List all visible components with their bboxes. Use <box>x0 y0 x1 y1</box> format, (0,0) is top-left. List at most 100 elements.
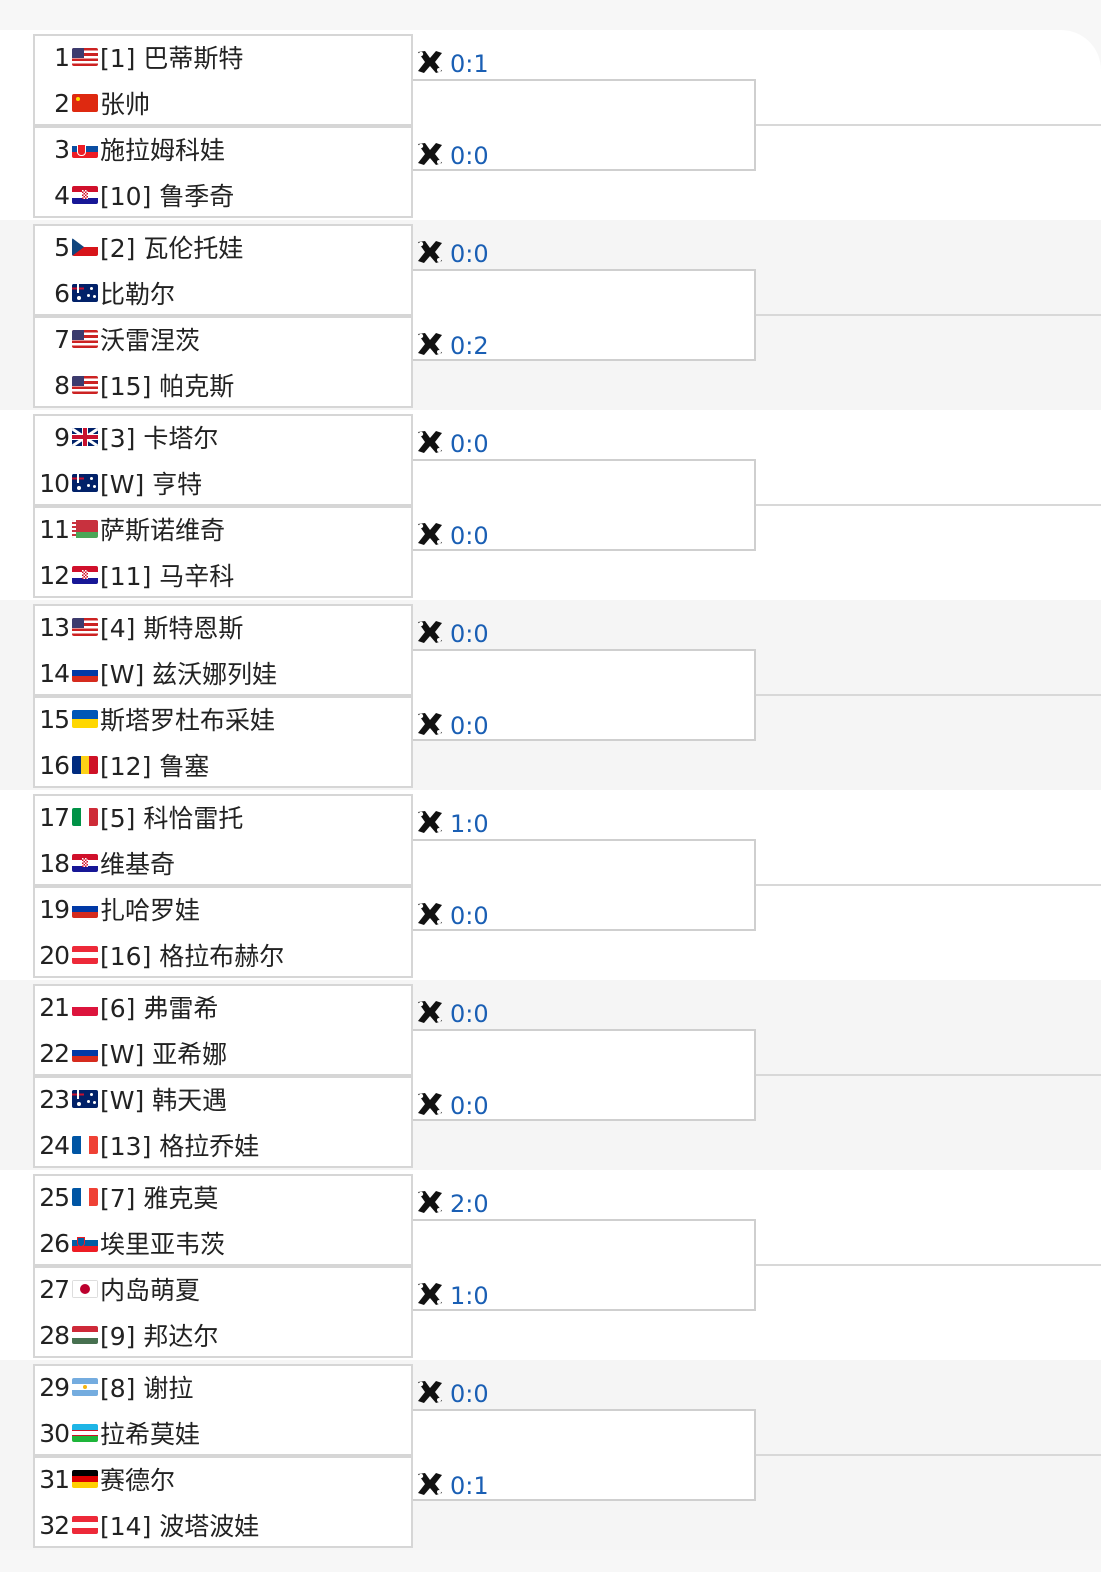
player-row[interactable]: 21[6] 弗雷希 <box>33 984 413 1030</box>
match-result[interactable]: 0:0 <box>416 237 489 271</box>
match-result[interactable]: 0:0 <box>416 1089 489 1123</box>
crossed-rackets-icon <box>416 521 444 551</box>
player-row[interactable]: 6 比勒尔 <box>33 270 413 316</box>
draw-position: 31 <box>39 1464 70 1494</box>
player-name: [4] 斯特恩斯 <box>100 614 244 643</box>
match-score[interactable]: 0:0 <box>450 902 489 930</box>
player-row[interactable]: 25[7] 雅克莫 <box>33 1174 413 1220</box>
player-name: [11] 马辛科 <box>100 562 235 591</box>
player-row[interactable]: 1[1] 巴蒂斯特 <box>33 34 413 80</box>
match-result[interactable]: 0:0 <box>416 139 489 173</box>
match-result[interactable]: 0:0 <box>416 997 489 1031</box>
player-name: [W] 亨特 <box>100 470 203 499</box>
player-row[interactable]: 20[16] 格拉布赫尔 <box>33 932 413 978</box>
match-score[interactable]: 0:1 <box>450 1472 489 1500</box>
country-flag-icon <box>72 474 98 492</box>
crossed-rackets-icon <box>416 901 444 931</box>
match-result[interactable]: 0:1 <box>416 47 489 81</box>
player-row[interactable]: 3 施拉姆科娃 <box>33 126 413 172</box>
draw-position: 19 <box>39 894 70 924</box>
match-result[interactable]: 0:1 <box>416 1469 489 1503</box>
player-row[interactable]: 30 拉希莫娃 <box>33 1410 413 1456</box>
match-result[interactable]: 0:0 <box>416 617 489 651</box>
player-row[interactable]: 12[11] 马辛科 <box>33 552 413 598</box>
match-result[interactable]: 1:0 <box>416 1279 489 1313</box>
bracket-link-line <box>756 1074 1101 1076</box>
match-result[interactable]: 0:0 <box>416 427 489 461</box>
bracket-connector <box>413 1219 756 1311</box>
match-score[interactable]: 2:0 <box>450 1190 489 1218</box>
player-row[interactable]: 31 赛德尔 <box>33 1456 413 1502</box>
match-score[interactable]: 0:0 <box>450 522 489 550</box>
player-row[interactable]: 19 扎哈罗娃 <box>33 886 413 932</box>
match-score[interactable]: 1:0 <box>450 1282 489 1310</box>
match-score[interactable]: 0:0 <box>450 712 489 740</box>
draw-position: 29 <box>39 1372 70 1402</box>
player-name: [7] 雅克莫 <box>100 1184 219 1213</box>
player-row[interactable]: 14[W] 兹沃娜列娃 <box>33 650 413 696</box>
match-result[interactable]: 2:0 <box>416 1187 489 1221</box>
player-name: [2] 瓦伦托娃 <box>100 234 244 263</box>
draw-position: 6 <box>54 278 70 308</box>
player-name: 施拉姆科娃 <box>100 136 226 165</box>
bracket-link-line <box>756 124 1101 126</box>
player-row[interactable]: 22[W] 亚希娜 <box>33 1030 413 1076</box>
match-score[interactable]: 0:0 <box>450 1000 489 1028</box>
country-flag-icon <box>72 186 98 204</box>
draw-position: 8 <box>54 370 70 400</box>
match-result[interactable]: 0:0 <box>416 709 489 743</box>
player-name: 赛德尔 <box>100 1466 176 1495</box>
player-name: [3] 卡塔尔 <box>100 424 219 453</box>
match-score[interactable]: 0:2 <box>450 332 489 360</box>
player-row[interactable]: 8 [15] 帕克斯 <box>33 362 413 408</box>
player-row[interactable]: 9[3] 卡塔尔 <box>33 414 413 460</box>
player-row[interactable]: 28[9] 邦达尔 <box>33 1312 413 1358</box>
player-row[interactable]: 18 维基奇 <box>33 840 413 886</box>
player-row[interactable]: 26 埃里亚韦茨 <box>33 1220 413 1266</box>
crossed-rackets-icon <box>416 999 444 1029</box>
crossed-rackets-icon <box>416 1281 444 1311</box>
player-name: [8] 谢拉 <box>100 1374 194 1403</box>
match-result[interactable]: 0:0 <box>416 519 489 553</box>
player-row[interactable]: 24[13] 格拉乔娃 <box>33 1122 413 1168</box>
player-row[interactable]: 11 萨斯诺维奇 <box>33 506 413 552</box>
country-flag-icon <box>72 1280 98 1298</box>
player-name: [16] 格拉布赫尔 <box>100 942 285 971</box>
match-score[interactable]: 0:0 <box>450 1092 489 1120</box>
country-flag-icon <box>72 1516 98 1534</box>
draw-position: 16 <box>39 750 70 780</box>
match-score[interactable]: 0:0 <box>450 620 489 648</box>
draw-position: 3 <box>54 134 70 164</box>
player-row[interactable]: 27 内岛萌夏 <box>33 1266 413 1312</box>
crossed-rackets-icon <box>416 49 444 79</box>
match-score[interactable]: 1:0 <box>450 810 489 838</box>
draw-position: 22 <box>39 1038 70 1068</box>
player-row[interactable]: 29 [8] 谢拉 <box>33 1364 413 1410</box>
crossed-rackets-icon <box>416 711 444 741</box>
match-result[interactable]: 0:0 <box>416 1377 489 1411</box>
match-score[interactable]: 0:0 <box>450 1380 489 1408</box>
player-row[interactable]: 15 斯塔罗杜布采娃 <box>33 696 413 742</box>
match-score[interactable]: 0:1 <box>450 50 489 78</box>
match-result[interactable]: 0:0 <box>416 899 489 933</box>
match-result[interactable]: 0:2 <box>416 329 489 363</box>
match-score[interactable]: 0:0 <box>450 240 489 268</box>
match-result[interactable]: 1:0 <box>416 807 489 841</box>
player-row[interactable]: 5[2] 瓦伦托娃 <box>33 224 413 270</box>
player-row[interactable]: 4[10] 鲁季奇 <box>33 172 413 218</box>
player-name: [15] 帕克斯 <box>100 372 235 401</box>
match-score[interactable]: 0:0 <box>450 430 489 458</box>
player-row[interactable]: 2 张帅 <box>33 80 413 126</box>
player-row[interactable]: 10[W] 亨特 <box>33 460 413 506</box>
player-name: 沃雷涅茨 <box>100 326 201 355</box>
player-row[interactable]: 7 沃雷涅茨 <box>33 316 413 362</box>
crossed-rackets-icon <box>416 239 444 269</box>
player-name: 内岛萌夏 <box>100 1276 201 1305</box>
player-row[interactable]: 17[5] 科恰雷托 <box>33 794 413 840</box>
player-row[interactable]: 13[4] 斯特恩斯 <box>33 604 413 650</box>
player-row[interactable]: 23[W] 韩天遇 <box>33 1076 413 1122</box>
player-row[interactable]: 16[12] 鲁塞 <box>33 742 413 788</box>
player-row[interactable]: 32[14] 波塔波娃 <box>33 1502 413 1548</box>
match-score[interactable]: 0:0 <box>450 142 489 170</box>
